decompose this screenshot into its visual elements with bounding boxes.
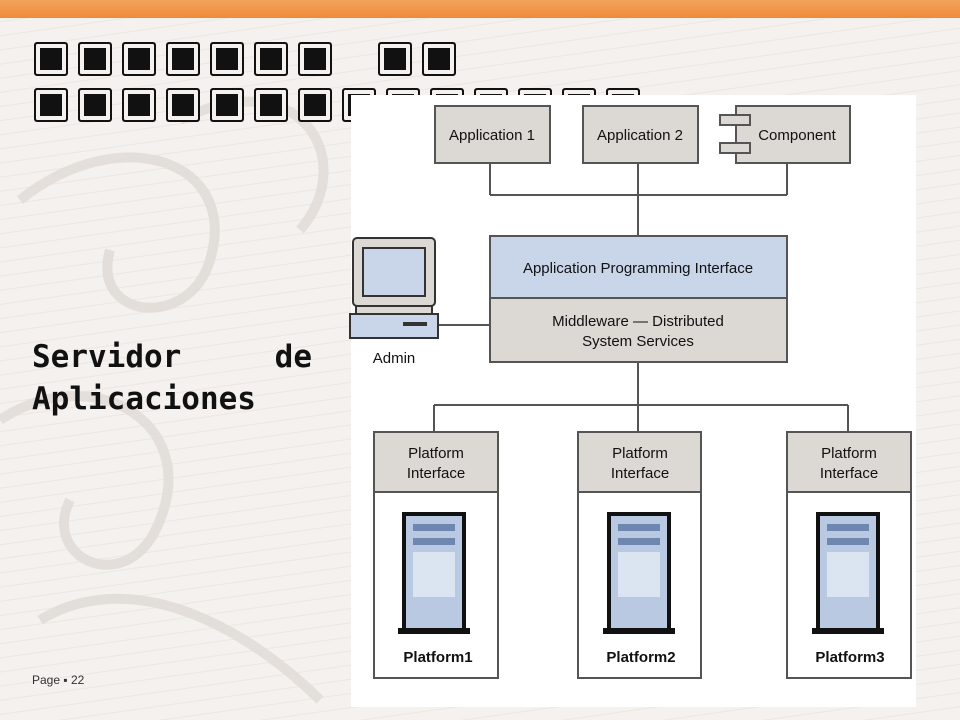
platform-2: Platform Interface Platform2 — [577, 431, 702, 679]
platform-1-label: Platform1 — [403, 649, 472, 666]
api-box: Application Programming Interface — [489, 235, 788, 299]
platform-1-interface-label-1: Platform — [408, 445, 464, 462]
platform-2-interface-label-1: Platform — [612, 445, 668, 462]
platform-2-interface-label-2: Interface — [611, 465, 669, 482]
api-label: Application Programming Interface — [523, 260, 753, 277]
application-1-label: Application 1 — [449, 127, 535, 144]
title-line-1 — [34, 36, 734, 82]
platform-3-interface-label-2: Interface — [820, 465, 878, 482]
component-icon — [719, 114, 751, 154]
admin-computer-icon — [349, 237, 439, 339]
application-2-box: Application 2 — [582, 105, 699, 164]
server-icon — [812, 512, 884, 634]
page-number: Page ▪ 22 — [32, 673, 85, 687]
platform-3-interface-label-1: Platform — [821, 445, 877, 462]
subtitle-word-aplicaciones: Aplicaciones — [32, 381, 256, 417]
platform-1: Platform Interface Platform1 — [373, 431, 499, 679]
server-icon — [603, 512, 675, 634]
middleware-box: Middleware — Distributed System Services — [489, 297, 788, 363]
platform-3-label: Platform3 — [815, 649, 884, 666]
application-2-label: Application 2 — [597, 127, 683, 144]
application-1-box: Application 1 — [434, 105, 551, 164]
server-icon — [398, 512, 470, 634]
top-accent-bar — [0, 0, 960, 18]
platform-1-interface-label-2: Interface — [407, 465, 465, 482]
component-label: Component — [758, 127, 836, 144]
subtitle-word-servidor: Servidor — [32, 339, 182, 375]
admin-label: Admin — [373, 350, 416, 367]
middleware-label-line-1: Middleware — Distributed — [552, 313, 724, 330]
slide-subtitle: Servidor de Aplicaciones — [32, 336, 312, 420]
subtitle-word-de: de — [274, 339, 312, 375]
middleware-label-line-2: System Services — [582, 333, 694, 350]
component-box: Component — [719, 105, 851, 164]
connector-lines — [433, 163, 849, 432]
platform-3: Platform Interface Platform3 — [786, 431, 912, 679]
platform-2-label: Platform2 — [606, 649, 675, 666]
